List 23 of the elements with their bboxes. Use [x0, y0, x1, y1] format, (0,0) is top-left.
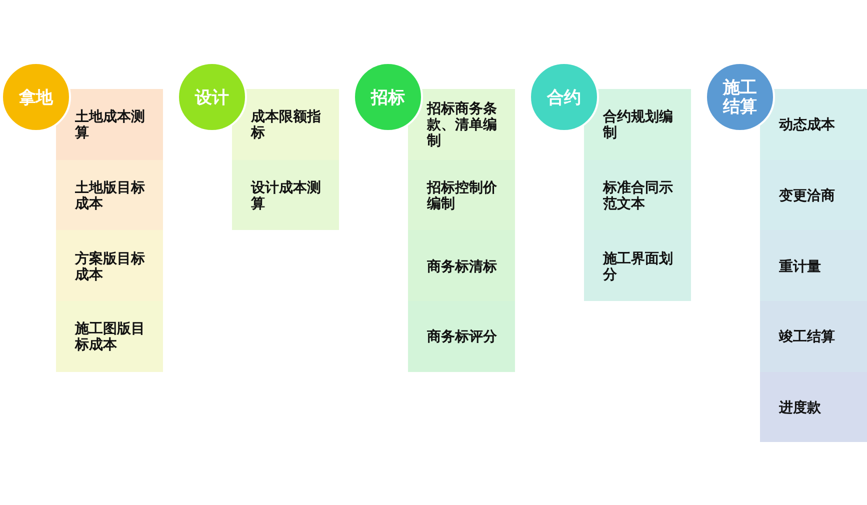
phase-circle: 合约	[529, 62, 599, 132]
task-box: 进度款	[760, 372, 867, 442]
task-box: 土地成本测算	[56, 89, 163, 160]
task-box: 商务标评分	[408, 301, 515, 372]
task-box: 施工图版目标成本	[56, 301, 163, 372]
task-box: 成本限额指标	[232, 89, 339, 160]
task-box: 标准合同示范文本	[584, 160, 691, 230]
task-box: 变更洽商	[760, 160, 867, 230]
task-box: 竣工结算	[760, 301, 867, 372]
phase-circle: 拿地	[1, 62, 71, 132]
task-box: 施工界面划分	[584, 230, 691, 302]
task-box: 重计量	[760, 230, 867, 302]
task-box: 招标控制价编制	[408, 160, 515, 230]
task-box: 方案版目标成本	[56, 230, 163, 302]
task-box: 商务标清标	[408, 230, 515, 302]
task-box: 设计成本测算	[232, 160, 339, 230]
task-box: 动态成本	[760, 89, 867, 160]
phase-circle: 施工结算	[705, 62, 775, 132]
phase-circle: 招标	[353, 62, 423, 132]
task-box: 招标商务条款、清单编制	[408, 89, 515, 160]
task-box: 合约规划编制	[584, 89, 691, 160]
task-box: 土地版目标成本	[56, 160, 163, 230]
phase-circle: 设计	[177, 62, 247, 132]
